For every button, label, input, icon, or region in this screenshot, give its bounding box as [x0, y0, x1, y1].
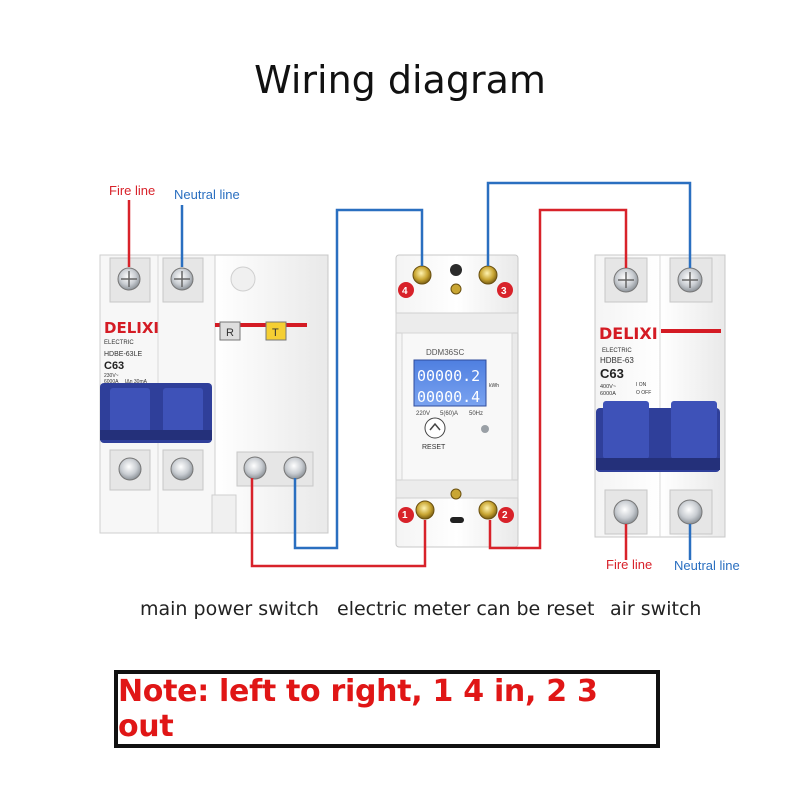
main-switch-sub: ELECTRIC — [104, 340, 134, 346]
air-switch-off-label: O OFF — [636, 390, 651, 396]
meter-display-bottom: 00000.4 — [417, 388, 480, 406]
meter-reset-label: RESET — [422, 444, 446, 451]
air-switch — [594, 254, 726, 538]
meter-unit: kWh — [489, 383, 499, 389]
meter-terminal-1: 1 — [402, 510, 408, 521]
fire-wire-meter-2-to-air — [488, 208, 628, 550]
neutral-wire-main-to-meter-4 — [293, 208, 424, 550]
neutral-wire-meter-3-to-air — [486, 181, 692, 268]
air-neutral-line-label: Neutral line — [674, 558, 740, 573]
meter-spec3: 50Hz — [469, 411, 483, 417]
air-switch-spec1: 400V~ — [600, 384, 616, 390]
main-switch-brand: DELIXI — [104, 319, 159, 337]
meter-spec2: 5(60)A — [440, 411, 458, 417]
fire-wire-main-to-meter-1 — [250, 478, 427, 568]
note-text: Note: left to right, 1 4 in, 2 3 out — [118, 674, 598, 744]
main-switch-rating: C63 — [104, 360, 124, 372]
air-fire-line-label: Fire line — [606, 557, 653, 572]
air-switch-rating: C63 — [600, 366, 624, 381]
note-box: Note: left to right, 1 4 in, 2 3 out — [114, 670, 660, 748]
caption-air-switch: air switch — [610, 598, 702, 620]
main-switch-test-r: R — [226, 327, 234, 339]
meter-spec1: 220V — [416, 411, 430, 417]
air-switch-sub: ELECTRIC — [602, 348, 632, 354]
meter-terminal-2: 2 — [502, 510, 508, 521]
air-switch-spec2: 6000A — [600, 391, 616, 397]
main-switch-test-t: T — [272, 327, 279, 339]
wires — [127, 181, 692, 568]
caption-main-power-switch: main power switch — [140, 598, 319, 620]
main-switch-model: HDBE-63LE — [104, 351, 142, 358]
main-switch-spec2: 6000A — [104, 379, 119, 385]
main-switch-spec1: 230V~ — [104, 373, 119, 379]
air-switch-on-label: I ON — [636, 382, 647, 388]
diagram-title: Wiring diagram — [254, 58, 546, 102]
meter-display-top: 00000.2 — [417, 367, 480, 385]
main-power-switch — [99, 254, 329, 534]
main-neutral-line-label: Neutral line — [174, 187, 240, 202]
meter-model: DDM36SC — [426, 348, 464, 357]
meter-terminal-3: 3 — [501, 286, 507, 297]
air-switch-brand: DELIXI — [599, 324, 658, 343]
main-switch-spec3: IΔn 30mA — [125, 379, 148, 385]
caption-electric-meter: electric meter can be reset — [337, 598, 595, 620]
main-fire-line-label: Fire line — [109, 183, 156, 198]
meter-terminal-4: 4 — [402, 286, 408, 297]
air-switch-model: HDBE-63 — [600, 356, 634, 365]
electric-meter — [395, 254, 519, 548]
